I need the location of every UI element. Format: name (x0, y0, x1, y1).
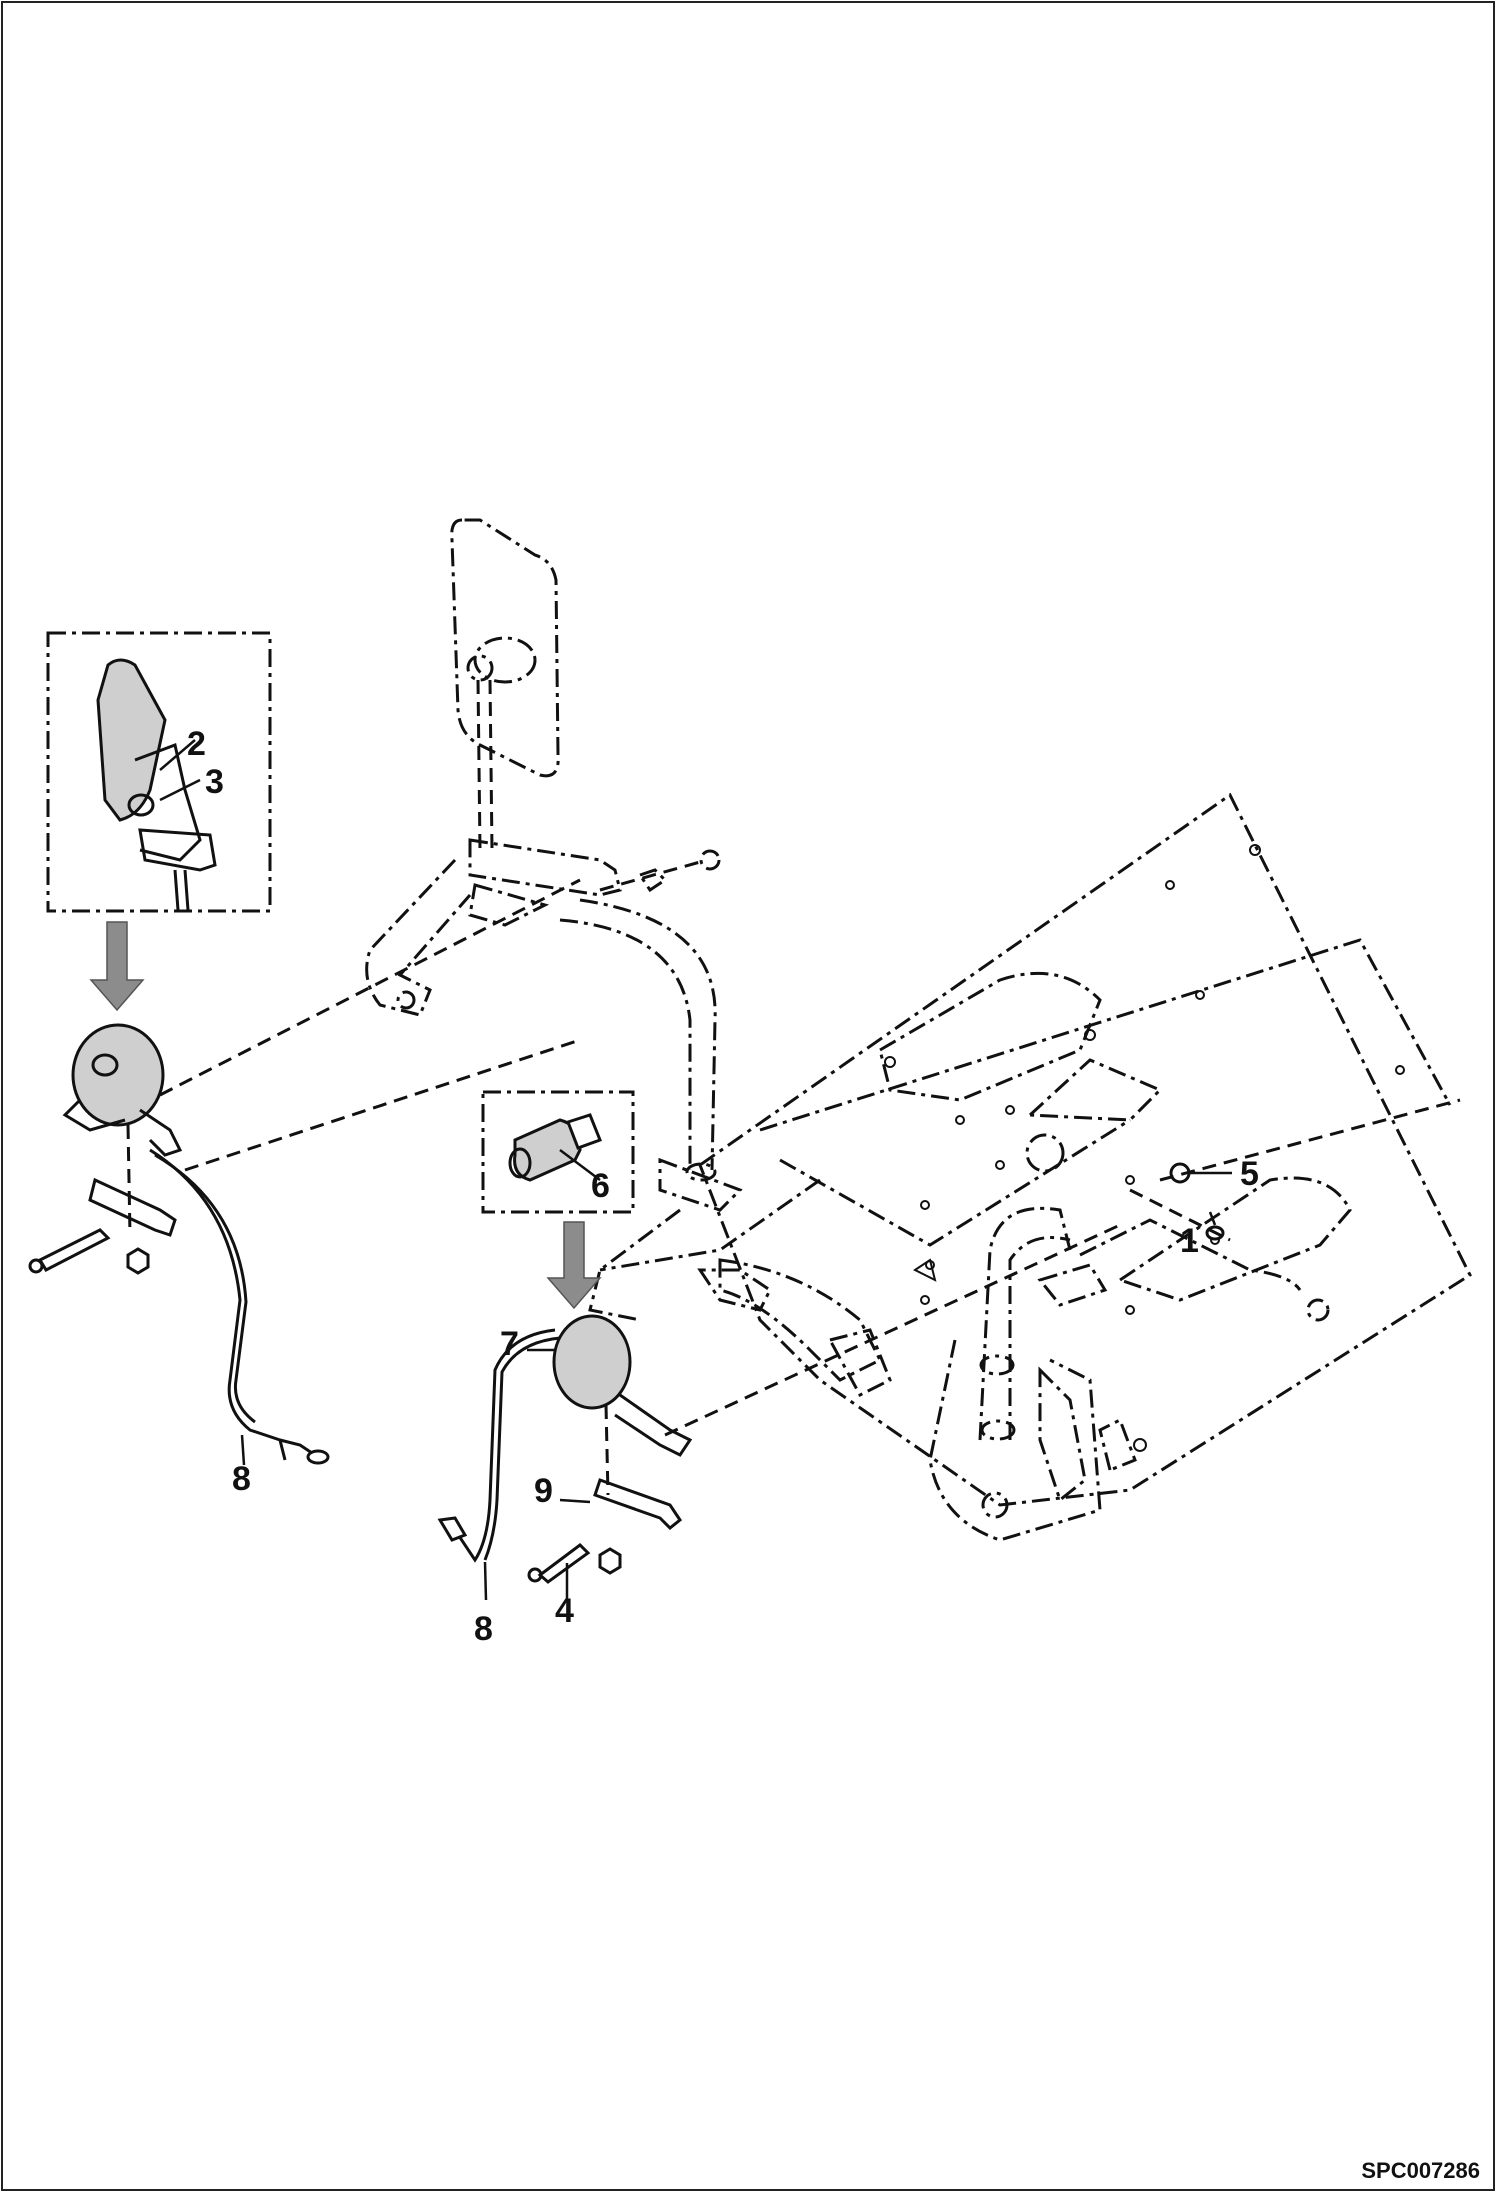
callout-2: 2 (187, 725, 206, 763)
machine-frame (599, 792, 1472, 1542)
down-arrow-center (546, 1221, 602, 1310)
callout-8-left: 8 (232, 1460, 251, 1498)
callout-7: 7 (500, 1325, 519, 1363)
left-mirror-assembly (28, 1023, 330, 1466)
callout-6: 6 (591, 1167, 610, 1205)
callout-leaders-right (1190, 1171, 1232, 1226)
callout-5: 5 (1240, 1155, 1259, 1193)
down-arrow-left (89, 921, 145, 1012)
inset-part-6 (481, 1090, 635, 1214)
mirror-bracket-arm (365, 838, 743, 1322)
callout-4: 4 (555, 1592, 574, 1630)
document-code: SPC007286 (1361, 2158, 1480, 2183)
callout-8-center: 8 (474, 1610, 493, 1648)
inset-left-mirror (46, 631, 272, 913)
callout-1: 1 (1180, 1222, 1199, 1260)
alignment-lines (159, 878, 1121, 1437)
callout-3: 3 (205, 763, 224, 801)
right-mirror-assembly (437, 1314, 693, 1601)
callout-labels: 2 3 5 1 6 7 9 8 8 4 (187, 725, 1259, 1648)
mirror-plate (450, 518, 560, 851)
callout-9: 9 (534, 1472, 553, 1510)
frame-fasteners (1129, 1098, 1461, 1242)
